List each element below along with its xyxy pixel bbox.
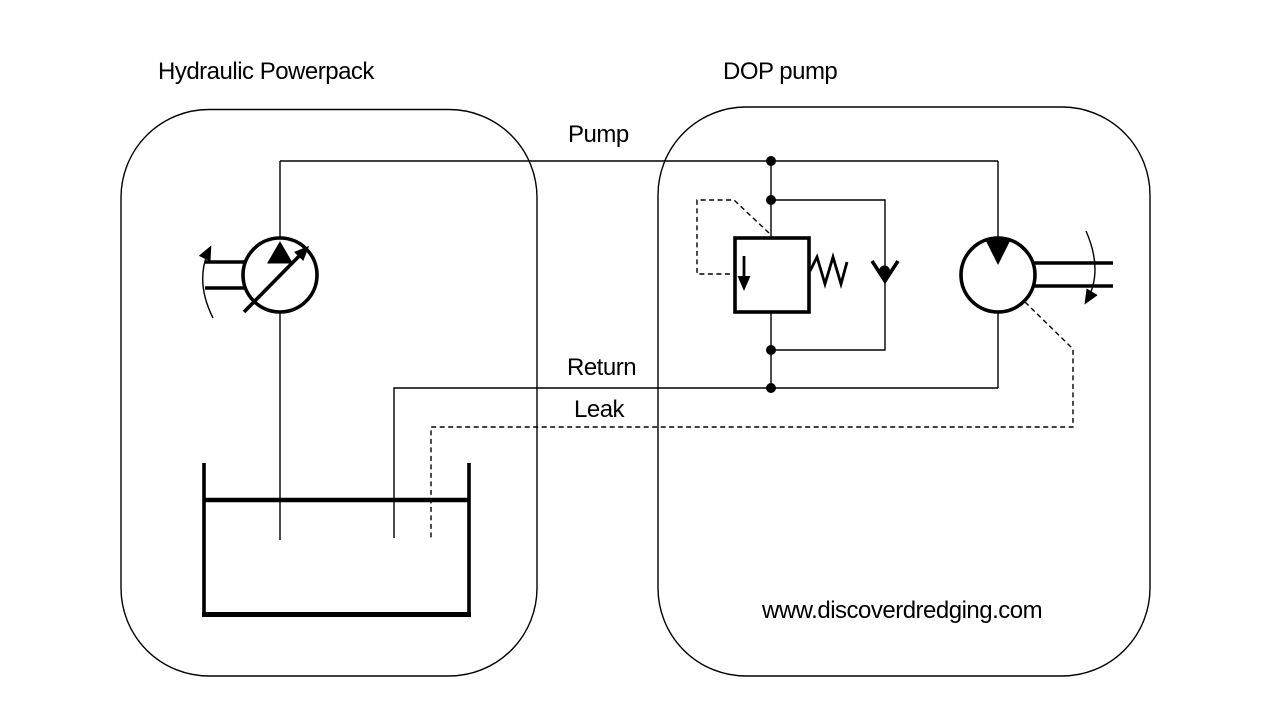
- dop-pump-container-box: [657, 106, 1151, 677]
- check-valve-seat: [870, 260, 900, 285]
- rotation-arrow-icon: [1084, 230, 1098, 305]
- motor-flow-triangle-icon: [985, 239, 1011, 265]
- powerpack-title: Hydraulic Powerpack: [158, 58, 375, 85]
- pump-pressure-line: [279, 160, 999, 238]
- relief-valve-spring-icon: [808, 252, 849, 290]
- junction-dot: [766, 345, 776, 355]
- leak-line-label: Leak: [574, 396, 626, 423]
- variable-displacement-arrow-icon: [242, 245, 310, 314]
- pump-line-label: Pump: [568, 121, 629, 148]
- leak-drain-line: [430, 301, 1074, 538]
- return-line-label: Return: [567, 354, 636, 381]
- reservoir-tank-icon: [202, 463, 471, 617]
- return-line: [393, 387, 998, 538]
- relief-valve-body: [733, 236, 811, 314]
- pump-flow-triangle-icon: [267, 241, 293, 264]
- junction-dot: [766, 156, 776, 166]
- rotation-arrow-icon: [198, 245, 214, 319]
- website-text: www.discoverdredging.com: [761, 597, 1042, 624]
- dop-pump-title: DOP pump: [723, 58, 837, 85]
- powerpack-container-box: [120, 108, 538, 677]
- pressure-relief-valve-icon: [696, 156, 900, 393]
- check-valve-ball: [879, 265, 890, 277]
- check-valve-icon: [870, 260, 900, 285]
- hydraulic-motor-icon: [959, 230, 1113, 388]
- junction-dot: [766, 195, 776, 205]
- pilot-control-line: [696, 199, 770, 275]
